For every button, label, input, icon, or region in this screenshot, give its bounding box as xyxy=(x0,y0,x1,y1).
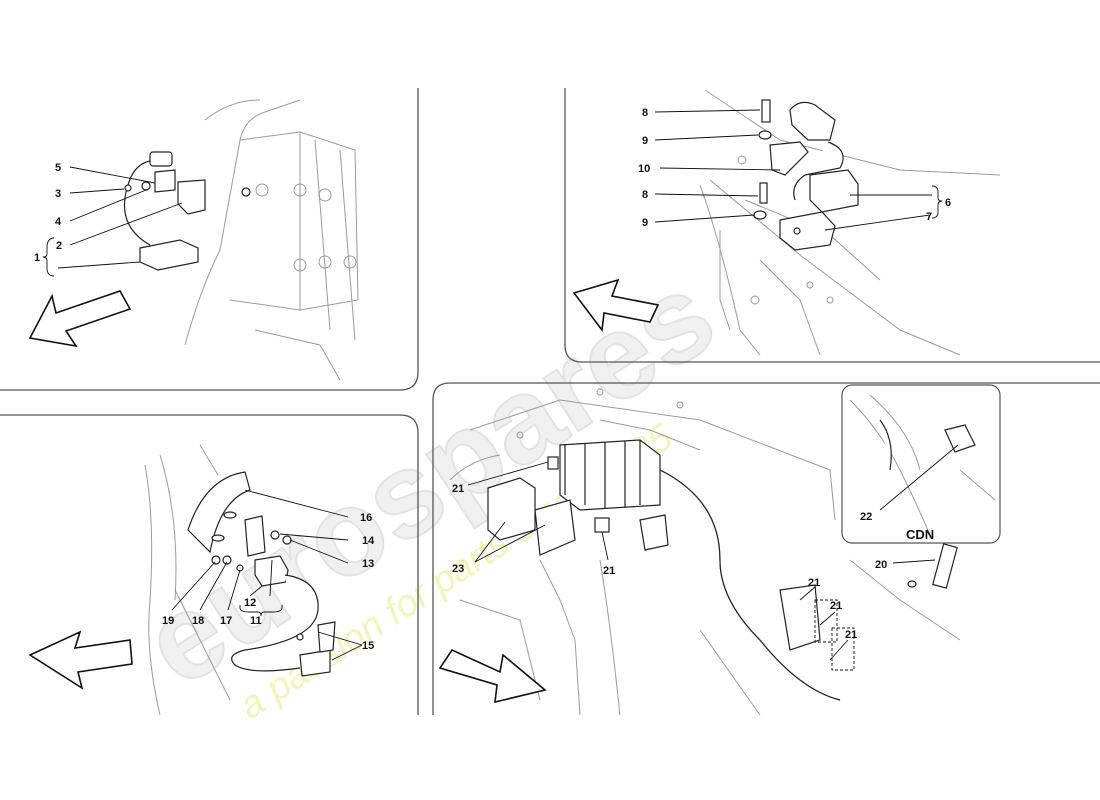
panel-top-right: 8 9 10 8 9 6 7 xyxy=(572,89,1001,356)
callout-17: 17 xyxy=(220,615,232,627)
callout-21-a: 21 xyxy=(452,483,464,495)
callout-2: 2 xyxy=(56,240,62,252)
frame-sketch xyxy=(699,89,1001,356)
callout-21-c: 21 xyxy=(808,577,820,589)
callout-14: 14 xyxy=(362,535,375,547)
panel-top-right-frame xyxy=(564,88,1100,363)
direction-arrow-bottom-left xyxy=(28,630,133,690)
leaders-bottom-right xyxy=(467,461,936,671)
callout-5: 5 xyxy=(55,162,61,174)
engine-bay-sketch xyxy=(449,388,961,716)
callout-7: 7 xyxy=(926,211,932,223)
leaders-top-left xyxy=(42,166,183,277)
callout-4: 4 xyxy=(55,216,62,228)
callout-21-d: 21 xyxy=(830,600,842,612)
callout-9-lower: 9 xyxy=(642,217,648,229)
cdn-inset: 22 CDN xyxy=(841,384,1001,544)
callout-20: 20 xyxy=(875,559,887,571)
module-harness xyxy=(753,99,859,251)
callout-1: 1 xyxy=(34,252,40,264)
ecu-modules xyxy=(487,477,576,556)
callout-10: 10 xyxy=(638,163,650,175)
panel-bottom-left-frame xyxy=(0,414,419,715)
direction-arrow-top-right xyxy=(572,278,660,333)
callout-3: 3 xyxy=(55,188,61,200)
fuse-box xyxy=(547,439,661,533)
callout-8-lower: 8 xyxy=(642,189,648,201)
wheel-arch-sketch xyxy=(144,444,231,716)
panel-bottom-right-frame xyxy=(432,382,1100,715)
panel-bottom-right: 21 23 21 21 21 21 20 22 CDN xyxy=(438,384,1001,716)
callout-21-e: 21 xyxy=(845,629,857,641)
panel-bottom-left: 16 14 13 19 18 17 12 11 15 xyxy=(28,444,375,716)
callout-12: 12 xyxy=(244,597,256,609)
callout-16: 16 xyxy=(360,512,372,524)
leaders-bottom-left xyxy=(171,489,363,661)
callout-21-b: 21 xyxy=(603,565,615,577)
panel-top-left: 5 3 4 2 1 xyxy=(28,99,359,381)
callout-13: 13 xyxy=(362,558,374,570)
pillar-sketch xyxy=(184,99,359,381)
panel-frames xyxy=(0,88,1100,715)
direction-arrow-bottom-right xyxy=(438,648,547,704)
wiring-loom xyxy=(639,469,958,701)
callout-8: 8 xyxy=(642,107,648,119)
callout-15: 15 xyxy=(362,640,374,652)
callout-19: 19 xyxy=(162,615,174,627)
callout-18: 18 xyxy=(192,615,204,627)
panel-top-left-frame xyxy=(0,88,419,391)
inset-label-cdn: CDN xyxy=(906,527,934,542)
callout-22: 22 xyxy=(860,511,872,523)
callout-11: 11 xyxy=(250,615,262,627)
callout-9: 9 xyxy=(642,135,648,147)
direction-arrow-top-left xyxy=(28,290,132,348)
leaders-top-right xyxy=(654,109,943,231)
callout-23: 23 xyxy=(452,563,464,575)
callout-6: 6 xyxy=(945,197,951,209)
sensor-harness xyxy=(123,151,251,271)
